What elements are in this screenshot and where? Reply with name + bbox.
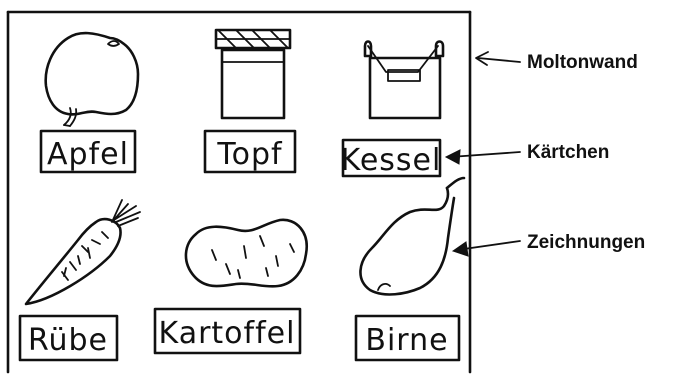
apple-drawing [44,31,140,127]
felt-board [6,10,472,374]
card-frame [39,129,137,174]
card-label-kartoffel: Kartoffel [159,316,296,351]
pear-drawing [359,176,466,296]
word-card-apfel: Apfel [39,129,137,174]
callout-arrow-moltonwand [475,51,521,66]
card-frame [153,307,302,355]
kettle-drawing [363,40,445,120]
card-label-birne: Birne [365,323,448,358]
card-label-kessel: Kessel [341,143,442,178]
pot-drawing [214,28,292,120]
potato-drawing [184,218,308,288]
carrot-drawing [24,199,141,306]
callout-label-kaertchen: Kärtchen [527,142,609,163]
card-frame [341,138,442,178]
word-card-ruebe: Rübe [18,314,119,362]
card-label-apfel: Apfel [47,137,129,172]
word-card-birne: Birne [354,314,461,362]
callout-arrow-zeichnungen [451,240,521,257]
callout-arrow-kaertchen [444,149,521,165]
word-card-kartoffel: Kartoffel [153,307,302,355]
callout-label-zeichnungen: Zeichnungen [527,232,645,253]
card-label-topf: Topf [216,137,283,172]
card-frame [354,314,461,362]
card-frame [18,314,119,362]
word-card-kessel: Kessel [341,138,442,178]
word-card-topf: Topf [203,129,297,174]
card-label-ruebe: Rübe [28,323,108,358]
callout-label-moltonwand: Moltonwand [527,52,638,73]
card-frame [203,129,297,174]
